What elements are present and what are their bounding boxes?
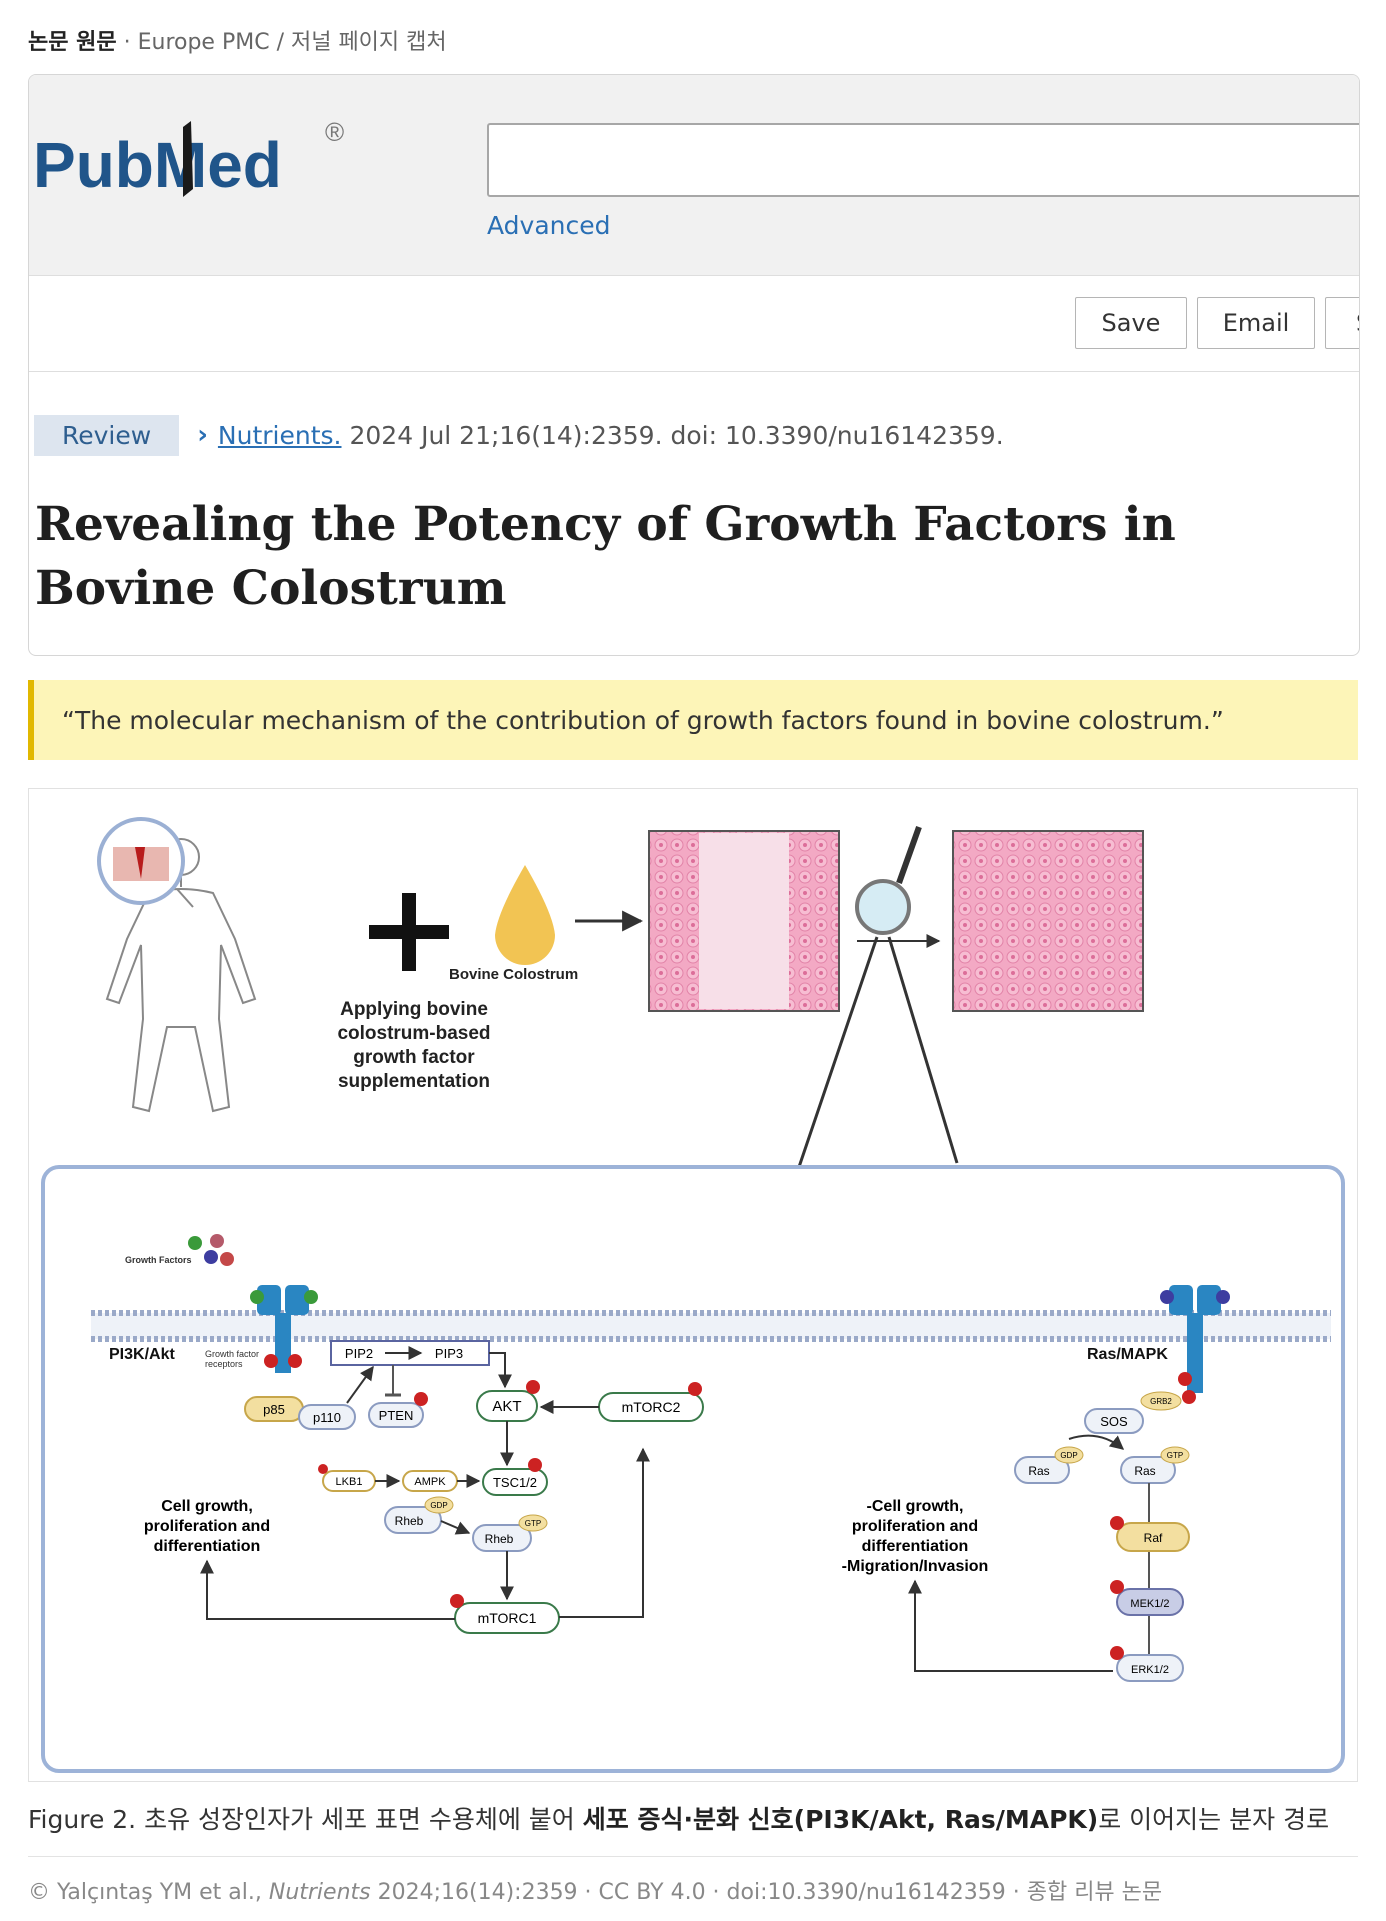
node-ampk-label: AMPK [414, 1476, 446, 1488]
left-outcome-line-2: proliferation and [144, 1518, 270, 1535]
email-button[interactable]: Email [1197, 297, 1315, 349]
left-outcome-line-1: Cell growth, [161, 1498, 253, 1515]
node-pten-label: PTEN [379, 1408, 414, 1423]
receptor-label-2: receptors [205, 1359, 243, 1369]
node-pip2-label: PIP2 [345, 1346, 373, 1361]
node-mtorc2-label: mTORC2 [622, 1399, 681, 1415]
ras-mapk-label: Ras/MAPK [1087, 1346, 1168, 1363]
node-raf [1116, 1522, 1190, 1552]
node-akt-label: AKT [492, 1398, 521, 1415]
advanced-search-link[interactable]: Advanced [487, 211, 611, 240]
node-ras-gdp [1014, 1456, 1070, 1484]
journal-link[interactable]: Nutrients. [217, 420, 342, 450]
node-rheb-gtp [472, 1524, 532, 1552]
node-lkb1-label: LKB1 [336, 1476, 363, 1488]
node-ras-gtp-label: Ras [1134, 1464, 1155, 1478]
node-rheb-gtp-label: Rheb [485, 1532, 514, 1546]
node-grb2 [1140, 1391, 1182, 1411]
node-grb2-label: GRB2 [1150, 1397, 1172, 1406]
citation-text: 2024 Jul 21;16(14):2359. doi: 10.3390/nu… [349, 420, 1004, 450]
action-bar: Save Email S [29, 275, 1359, 372]
node-erk [1116, 1654, 1184, 1682]
search-input[interactable] [487, 123, 1359, 197]
right-outcome-line-3: differentiation [862, 1538, 969, 1555]
registered-mark: ® [325, 117, 344, 147]
send-to-button[interactable]: S [1325, 297, 1359, 349]
applying-line-3: growth factor [353, 1047, 475, 1068]
figure-2: Bovine Colostrum Applying bovine colostr… [28, 788, 1358, 1782]
left-outcome-line-3: differentiation [154, 1538, 261, 1555]
gtp-tag-right: GTP [1167, 1451, 1183, 1460]
node-p110 [298, 1404, 356, 1430]
figure-caption: Figure 2. 초유 성장인자가 세포 표면 수용체에 붙어 세포 증식·분… [28, 1805, 1330, 1834]
applying-line-2: colostrum-based [337, 1023, 490, 1044]
growth-factors-label: Growth Factors [125, 1255, 192, 1265]
pubmed-logo[interactable]: PubMed ® [33, 105, 373, 225]
pubmed-card: PubMed ® Advanced Save Email S Review › … [28, 74, 1360, 656]
growth-factor-receptor-right [1160, 1285, 1230, 1404]
node-sos-label: SOS [1100, 1414, 1128, 1429]
article-meta: Review › Nutrients. 2024 Jul 21;16(14):2… [34, 413, 1004, 457]
node-p110-label: p110 [313, 1410, 341, 1425]
node-tsc [482, 1468, 548, 1496]
chevron-right-icon[interactable]: › [197, 420, 208, 450]
figure-quote: “The molecular mechanism of the contribu… [28, 680, 1358, 760]
node-rheb-gdp [384, 1506, 442, 1534]
node-sos [1084, 1408, 1144, 1434]
footer-divider [28, 1856, 1358, 1857]
skin-wound-icon [97, 817, 194, 908]
pubmed-logo-text: PubMed [33, 129, 282, 201]
save-button[interactable]: Save [1075, 297, 1187, 349]
droplet-icon [495, 865, 555, 965]
node-pip3-label: PIP3 [435, 1346, 463, 1361]
gdp-tag-right: GDP [1060, 1451, 1077, 1460]
plus-icon [369, 893, 449, 971]
receptor-label-1: Growth factor [205, 1349, 259, 1359]
magnifier-icon [855, 825, 922, 935]
page-source-caption: 논문 원문 · Europe PMC / 저널 페이지 캡처 [28, 30, 447, 55]
applying-line-4: supplementation [338, 1071, 490, 1092]
gtp-tag-left: GTP [525, 1519, 541, 1528]
article-title: Revealing the Potency of Growth Factors … [35, 497, 1176, 616]
applying-line-1: Applying bovine [340, 999, 488, 1020]
node-mek [1116, 1588, 1184, 1616]
healed-tissue-image [952, 830, 1144, 1012]
node-p85-label: p85 [263, 1402, 285, 1417]
node-tsc-label: TSC1/2 [493, 1475, 537, 1490]
article-type-badge: Review [34, 414, 180, 456]
wounded-tissue-image [648, 830, 840, 1012]
bovine-colostrum-label: Bovine Colostrum [449, 966, 578, 983]
right-outcome-line-1: -Cell growth, [867, 1498, 964, 1515]
node-pten [368, 1402, 424, 1428]
node-ras-gdp-label: Ras [1028, 1464, 1049, 1478]
node-erk-label: ERK1/2 [1131, 1664, 1169, 1676]
gdp-tag-left: GDP [430, 1501, 447, 1510]
node-raf-label: Raf [1144, 1531, 1163, 1545]
cell-membrane [91, 1313, 1331, 1339]
pathway-diagram: Bovine Colostrum Applying bovine colostr… [41, 817, 1345, 1773]
node-rheb-gdp-label: Rheb [395, 1514, 424, 1528]
book-mark-icon [183, 121, 193, 197]
growth-factor-receptor-left [250, 1285, 318, 1373]
right-outcome-line-2: proliferation and [852, 1518, 978, 1535]
node-mek-label: MEK1/2 [1130, 1598, 1169, 1610]
node-mtorc1-label: mTORC1 [478, 1610, 537, 1626]
footer-credit: © Yalçıntaş YM et al., Nutrients 2024;16… [28, 1880, 1163, 1905]
pi3k-akt-label: PI3K/Akt [109, 1346, 175, 1363]
pubmed-header: PubMed ® Advanced [29, 75, 1359, 276]
right-outcome-line-4: -Migration/Invasion [842, 1558, 989, 1575]
